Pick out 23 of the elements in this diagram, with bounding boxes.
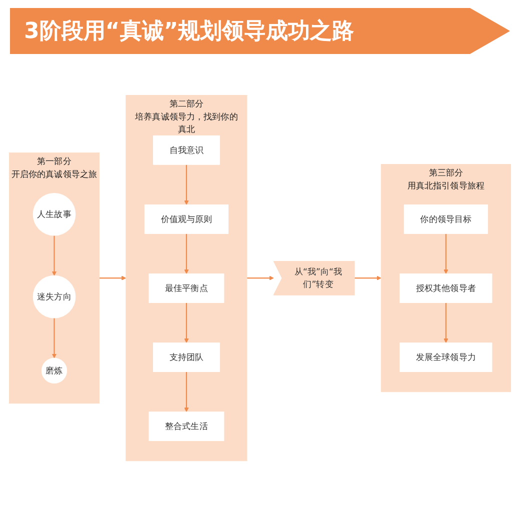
node-box: 最佳平衡点 (148, 273, 224, 303)
node-box: 你的领导目标 (404, 204, 488, 234)
node-circle: 人生故事 (32, 192, 76, 236)
node-box: 授权其他领导者 (400, 273, 492, 303)
arrow (52, 318, 57, 358)
node-box: 价值观与原则 (144, 204, 228, 234)
arrow (444, 234, 448, 274)
node-circle: 磨炼 (41, 358, 68, 384)
arrow (99, 276, 126, 280)
arrow (444, 302, 448, 343)
arrow (184, 234, 189, 274)
arrow (184, 302, 189, 343)
node-box: 整合式生活 (148, 412, 224, 441)
node-box: 自我意识 (153, 135, 220, 165)
arrow (184, 372, 189, 412)
title-banner: 3阶段用“真诚”规划领导成功之路 (10, 8, 510, 54)
node-box: 发展全球领导力 (400, 342, 492, 372)
arrow (184, 164, 189, 205)
arrow (354, 276, 382, 280)
arrow (246, 276, 274, 280)
arrow (52, 235, 57, 276)
node-circle: 迷失方向 (32, 275, 76, 318)
node-box: 支持团队 (153, 342, 220, 372)
